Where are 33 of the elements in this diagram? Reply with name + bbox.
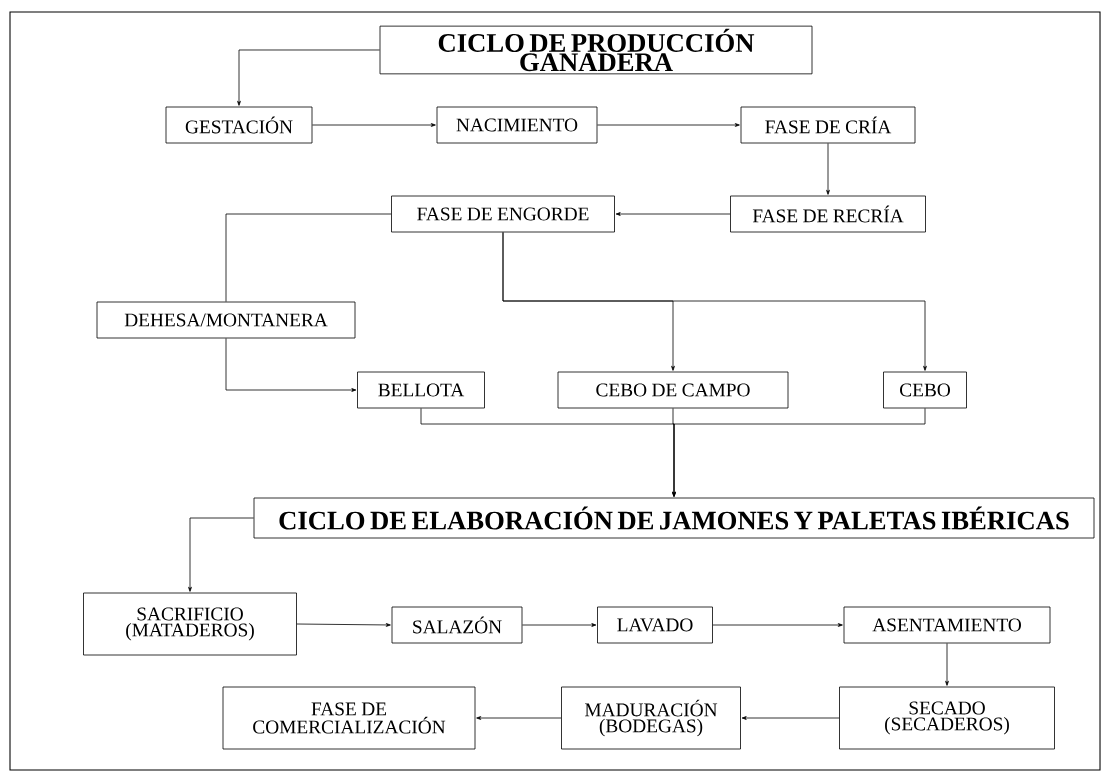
process-box: NACIMIENTO [436, 106, 598, 144]
process-box: FASE DE ENGORDE [391, 195, 615, 233]
process-box: BELLOTA [357, 371, 485, 409]
arrow [188, 517, 254, 592]
arrow [597, 123, 740, 127]
arrow [826, 143, 830, 195]
arrow [672, 408, 926, 497]
process-box: DEHESA/MONTANERA [96, 301, 356, 339]
process-box: FASE DE COMERCIALIZACIÓN [222, 686, 476, 750]
process-box: SECADO (SECADEROS) [839, 686, 1055, 750]
arrow [615, 212, 731, 216]
arrow [502, 232, 927, 371]
process-box: LAVADO [597, 606, 713, 644]
process-box: MADURACIÓN (BODEGAS) [561, 686, 741, 750]
process-box: SACRIFICIO (MATADEROS) [83, 592, 297, 656]
arrow [945, 643, 949, 686]
arrow [296, 623, 391, 627]
process-box: ASENTAMIENTO [843, 606, 1051, 644]
arrow [522, 623, 597, 627]
arrow [741, 716, 840, 720]
arrow [225, 338, 357, 392]
heading-box: CICLO DE PRODUCCIÓN GANADERA [379, 25, 813, 75]
process-box: CEBO [883, 371, 967, 409]
heading-box: CICLO DE ELABORACIÓN DE JAMONES Y PALETAS IBÉRICAS [253, 497, 1095, 539]
process-box: GESTACIÓN [165, 106, 313, 144]
process-box: FASE DE CRÍA [740, 106, 916, 144]
process-box: SALAZÓN [391, 606, 523, 644]
arrow [476, 716, 562, 720]
process-box: FASE DE RECRÍA [730, 195, 926, 233]
arrow [312, 123, 436, 127]
arrow [237, 49, 380, 106]
arrow [712, 623, 843, 627]
process-box: CEBO DE CAMPO [557, 371, 789, 409]
